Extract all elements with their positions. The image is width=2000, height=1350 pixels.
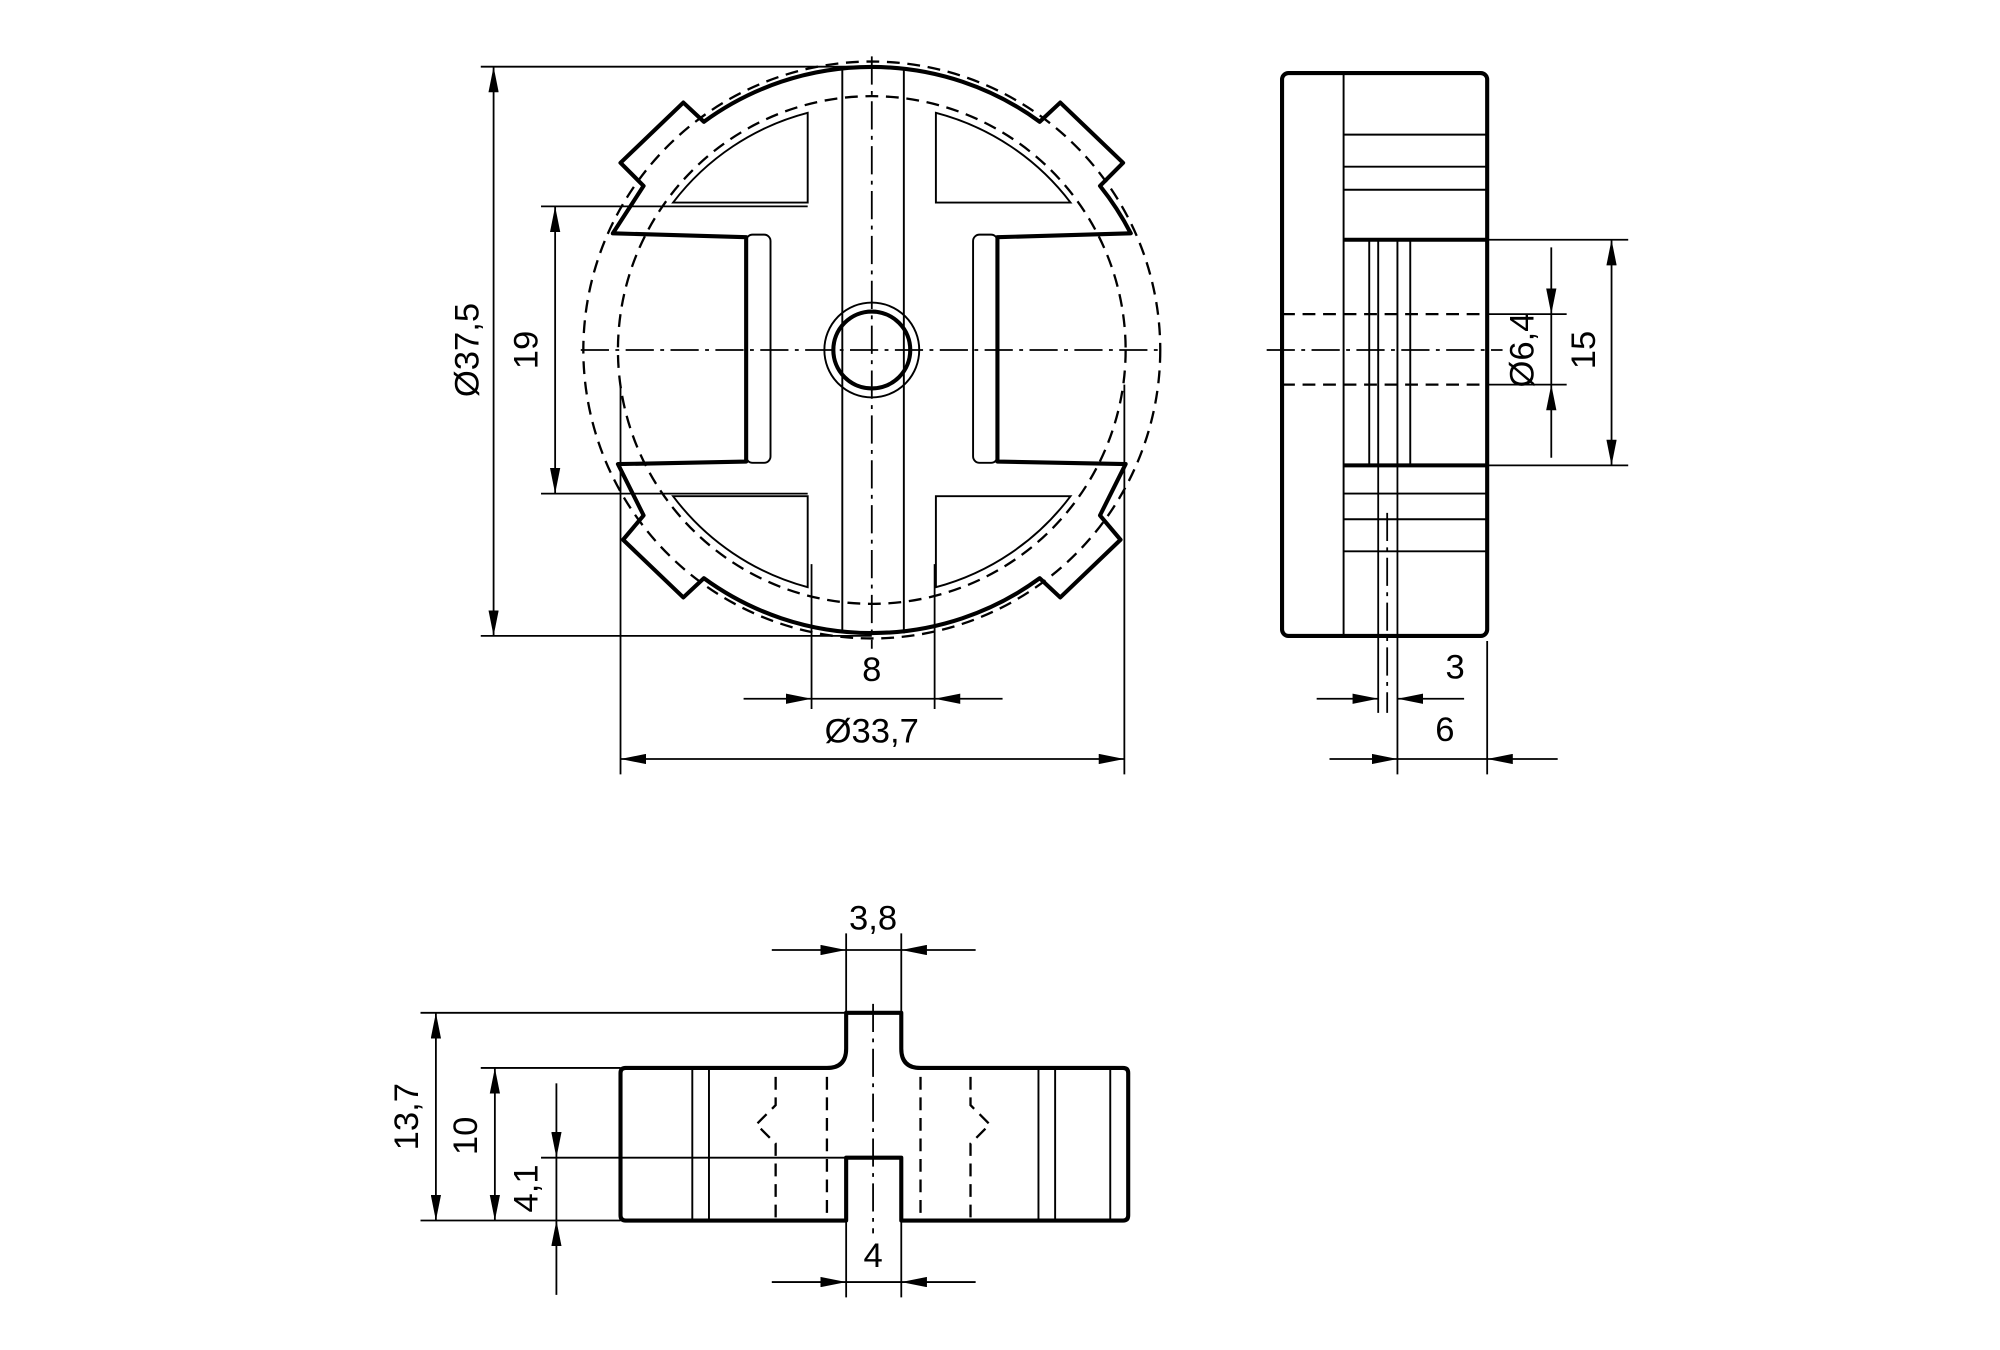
hidden-notch-left <box>754 1076 777 1221</box>
bottom-view: 3,8 13,7 10 4,1 4 <box>388 900 1131 1298</box>
dim-slot-width: 4 <box>863 1237 882 1275</box>
dim-hub-depth: 6 <box>1435 711 1454 749</box>
quadrant-bottom-right <box>934 495 1073 589</box>
dim-web-width: 8 <box>862 651 881 689</box>
dim-inner-diameter: Ø33,7 <box>825 712 919 750</box>
side-view: 15 Ø6,4 3 6 <box>1266 71 1629 775</box>
quadrant-top-left <box>671 111 809 204</box>
dim-total-height: 13,7 <box>388 1083 426 1150</box>
right-slot-inner <box>972 233 999 464</box>
dim-top-tab-width: 3,8 <box>849 900 897 938</box>
side-outline <box>1280 71 1490 638</box>
dim-offset: 3 <box>1446 648 1465 686</box>
hidden-notch-right <box>969 1076 992 1221</box>
quadrant-top-right <box>934 111 1073 204</box>
dim-hub-height: 15 <box>1565 331 1603 370</box>
dim-slot-depth: 4,1 <box>507 1164 545 1212</box>
dim-body-height: 10 <box>447 1117 485 1156</box>
quadrant-bottom-left <box>671 495 809 589</box>
front-view: Ø37,5 19 8 Ø33,7 <box>448 56 1163 775</box>
dim-slot-height: 19 <box>507 331 545 370</box>
dim-hole-diameter: Ø6,4 <box>1503 312 1541 387</box>
bottom-outline <box>618 1010 1131 1223</box>
dim-outer-diameter: Ø37,5 <box>448 303 486 397</box>
left-slot-inner <box>745 233 772 464</box>
